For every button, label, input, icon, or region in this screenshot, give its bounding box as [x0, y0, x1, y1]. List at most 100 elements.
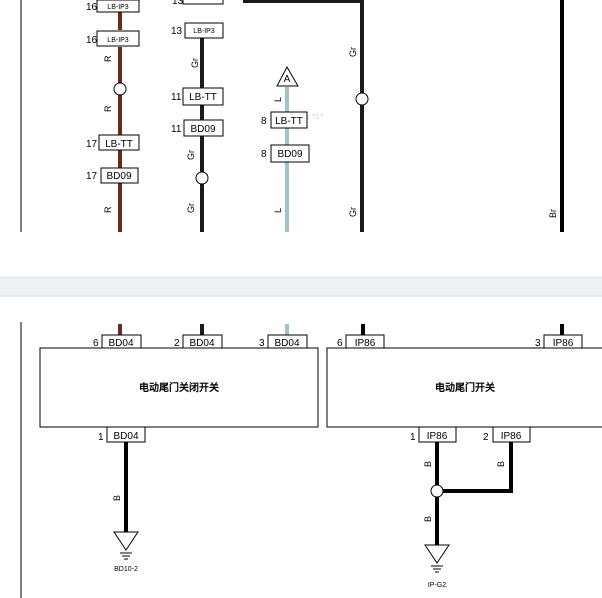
wire-color-label: Br	[548, 209, 558, 218]
connector-name: BD04	[189, 338, 214, 349]
wire-color-label: Gr	[186, 150, 196, 160]
wire-color-label: Gr	[348, 47, 358, 57]
connector-11-lb-tt: 11 LB-TT	[171, 87, 224, 106]
wire-color-label: B	[112, 495, 122, 501]
component-title: 电动尾门关闭开关	[139, 381, 219, 394]
pin-number: 1	[410, 432, 416, 443]
connector-name: LB-IP3	[107, 4, 129, 11]
connector-box	[543, 334, 583, 349]
wire-color-label: Gr	[190, 58, 200, 68]
wire-color-label: R	[103, 206, 113, 213]
wire-color-label: R	[103, 105, 113, 112]
pin-number: 2	[483, 432, 489, 443]
connector-box	[182, 334, 223, 349]
component-title: 电动尾门开关	[435, 381, 495, 394]
connector-17-lb-tt: 17 LB-TT	[86, 134, 140, 151]
connector-name: LB-TT	[275, 116, 303, 127]
splice-node	[113, 82, 127, 96]
connector-name: LB-IP3	[107, 37, 129, 44]
pin-number: 8	[261, 149, 267, 160]
pin-number: 13	[171, 26, 183, 37]
ground-icon	[424, 544, 450, 564]
pin-number: 11	[171, 124, 182, 135]
connector-name: IP86	[355, 338, 376, 349]
connector-name: LB-TT	[189, 92, 217, 103]
ground-symbol-bd10-2: BD10-2	[113, 531, 139, 573]
connector-8-lb-tt: 8 LB-TT	[261, 111, 308, 129]
connector-6-bd04: 6 BD04	[93, 334, 142, 349]
connector-8-bd09: 8 BD09	[261, 144, 310, 163]
connector-name: BD04	[113, 431, 138, 442]
connector-13-lb-ip3: 13 LB-IP3	[171, 22, 224, 39]
connector-16-lb-ip3-a: 16 LB-IP3	[86, 0, 140, 13]
pin-number: 8	[261, 116, 267, 127]
splice-node	[195, 171, 209, 185]
pin-number: 6	[337, 338, 343, 349]
connector-name: BD04	[274, 338, 299, 349]
connector-box	[101, 334, 142, 349]
connector-name: LB-IP3	[193, 28, 215, 35]
pin-number: 16	[86, 35, 98, 46]
connector-1-ip86: 1 IP86	[410, 426, 457, 443]
watermark-text: Fc.?1?	[302, 114, 324, 121]
connector-box	[183, 119, 224, 137]
ground-icon	[113, 531, 139, 551]
wire-color-label: L	[273, 97, 283, 102]
pin-number: 3	[259, 338, 265, 349]
ground-label: BD10-2	[114, 566, 138, 573]
connector-box	[270, 144, 310, 163]
connector-6-ip86: 6 IP86	[337, 334, 385, 349]
pin-number: 1	[98, 432, 104, 443]
connector-name: IP86	[501, 431, 522, 442]
connector-2-bd04: 2 BD04	[174, 334, 223, 349]
connector-17-bd09: 17 BD09	[86, 167, 139, 184]
connector-box	[182, 87, 224, 106]
connector-name: BD09	[106, 171, 131, 182]
connector-2-ip86: 2 IP86	[483, 426, 531, 443]
pin-number: 3	[535, 338, 541, 349]
connector-box	[270, 111, 308, 129]
connector-name: IP86	[427, 431, 448, 442]
connector-box	[98, 134, 140, 151]
connector-name: IP86	[553, 338, 574, 349]
connector-name: BD09	[190, 124, 215, 135]
pin-number: 2	[174, 338, 180, 349]
connector-box	[345, 334, 385, 349]
pin-number: 6	[93, 338, 99, 349]
connector-name: BD09	[277, 149, 302, 160]
connector-box	[96, 30, 140, 47]
connector-name: LB-TT	[105, 139, 133, 150]
connector-3-bd04: 3 BD04	[259, 334, 308, 349]
connector-16-lb-ip3-b: 16 LB-IP3	[86, 30, 140, 47]
pin-number-partial: 13	[172, 0, 184, 7]
section-divider	[0, 277, 602, 297]
ground-label: IP-G2	[428, 582, 446, 589]
offpage-triangle	[276, 65, 299, 87]
wire-color-label: Gr	[186, 203, 196, 213]
pin-number: 16	[86, 2, 98, 13]
tailgate-switch	[326, 347, 602, 428]
ground-symbol-ip-g2: IP-G2	[424, 544, 450, 589]
connector-box	[184, 22, 224, 39]
pin-number: 17	[86, 139, 98, 150]
tailgate-close-switch	[39, 347, 319, 428]
pin-number: 17	[86, 171, 98, 182]
connector-box	[96, 0, 140, 13]
wire-color-label: B	[423, 461, 433, 467]
connector-box	[100, 167, 139, 184]
pin-number: 11	[171, 92, 182, 103]
connector-11-bd09: 11 BD09	[171, 119, 224, 137]
wire-color-label: Gr	[348, 207, 358, 217]
splice-node	[430, 484, 444, 498]
splice-node	[355, 92, 369, 106]
offpage-marker-label: A	[284, 74, 291, 85]
wire-color-label: L	[273, 208, 283, 213]
connector-box	[267, 334, 308, 349]
connector-1-bd04: 1 BD04	[98, 426, 146, 443]
connector-box-partial	[182, 0, 224, 5]
connector-name: BD04	[108, 338, 133, 349]
connector-3-ip86: 3 IP86	[535, 334, 583, 349]
wire-color-label: B	[423, 516, 433, 522]
